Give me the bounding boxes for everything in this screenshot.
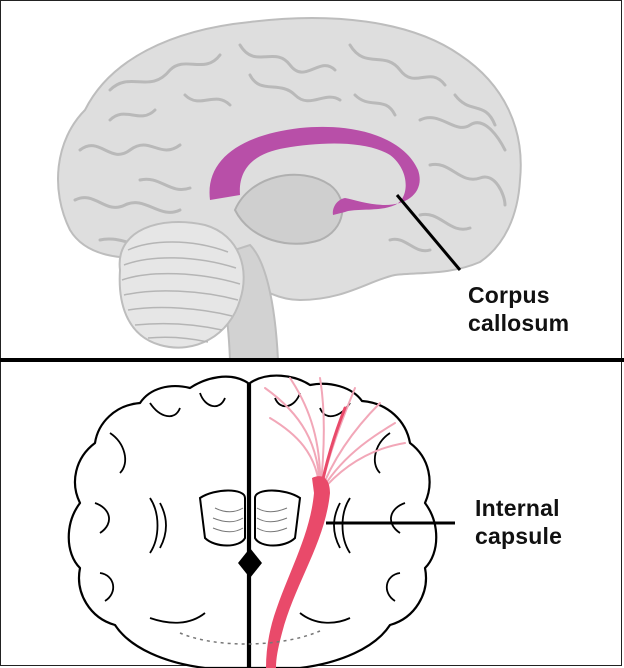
internal-capsule-label: Internal capsule <box>475 494 562 550</box>
cerebellum <box>120 222 244 348</box>
sagittal-brain-panel: Corpus callosum <box>0 0 624 360</box>
panel-divider <box>0 358 624 362</box>
corpus-callosum-label-line1: Corpus <box>468 281 569 309</box>
corpus-callosum-label: Corpus callosum <box>468 281 569 337</box>
internal-capsule-label-line2: capsule <box>475 522 562 550</box>
corpus-callosum-label-line2: callosum <box>468 309 569 337</box>
coronal-brain-panel: Internal capsule <box>0 363 624 668</box>
internal-capsule-label-line1: Internal <box>475 494 562 522</box>
